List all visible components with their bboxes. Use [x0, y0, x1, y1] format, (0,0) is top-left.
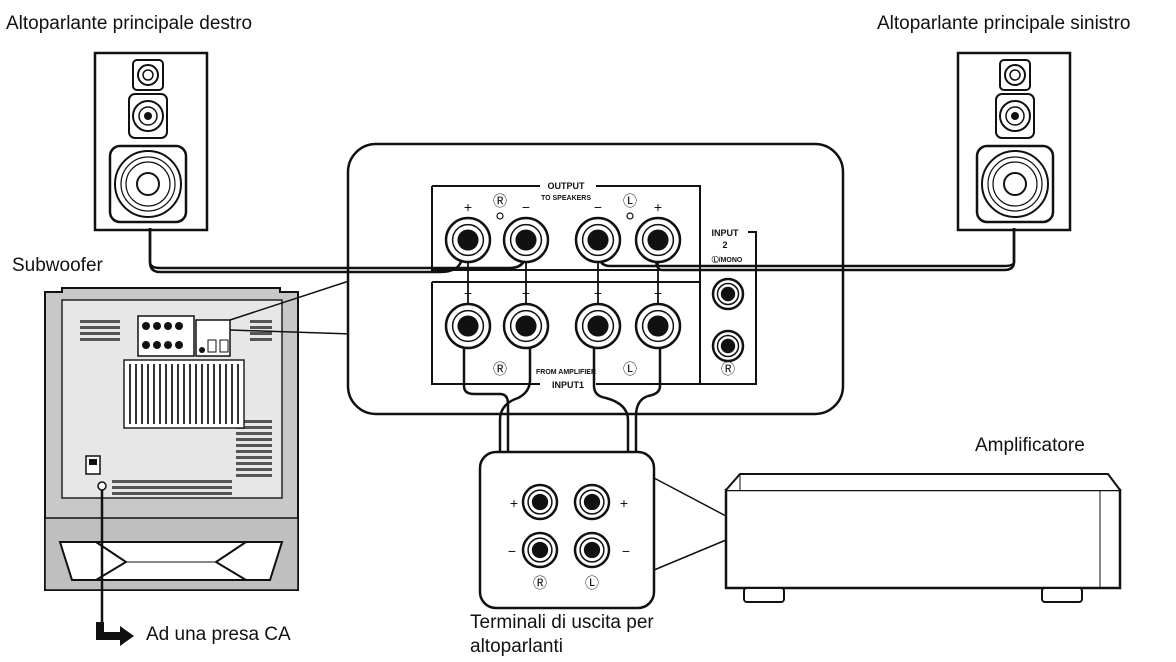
- output-left-led: [626, 212, 634, 220]
- amp-terminals-label-line2: altoparlanti: [470, 636, 563, 657]
- amp-left-mark: Ⓛ: [585, 575, 599, 591]
- amp-plus-r: +: [510, 495, 518, 511]
- output-plus-l: +: [654, 199, 662, 215]
- input1-plus-r: +: [464, 285, 472, 301]
- amp-terminals-label-line1: Terminali di uscita per: [470, 612, 654, 633]
- amp-terminal-box: [478, 450, 727, 610]
- output-minus-r: −: [522, 199, 530, 215]
- amp-terminal-l-plus: [573, 483, 611, 521]
- amp-right-mark: Ⓡ: [533, 575, 547, 591]
- input2-label: INPUT: [712, 228, 740, 238]
- output-right-mark: Ⓡ: [493, 193, 507, 209]
- input1-terminal-3: [574, 302, 622, 350]
- output-label: OUTPUT: [548, 181, 586, 191]
- amp-plus-l: +: [620, 495, 628, 511]
- input1-minus-r: −: [522, 285, 530, 301]
- input1-label: INPUT1: [552, 380, 584, 390]
- amplifier-label: Amplificatore: [975, 435, 1085, 456]
- from-amplifier-label: FROM AMPLIFIER: [536, 369, 596, 376]
- subwoofer-unit: [44, 287, 299, 591]
- to-speakers-label: TO SPEAKERS: [541, 195, 591, 202]
- output-right-led: [496, 212, 504, 220]
- input1-terminal-1: [444, 302, 492, 350]
- amp-terminal-r-minus: [521, 531, 559, 569]
- output-plus-r: +: [464, 199, 472, 215]
- input2-number: 2: [722, 240, 727, 250]
- amplifier-unit: [724, 473, 1122, 603]
- outlet-label: Ad una presa CA: [146, 624, 291, 645]
- amp-terminal-l-minus: [573, 531, 611, 569]
- input2-jack-left: [711, 277, 745, 311]
- input1-minus-l: −: [594, 285, 602, 301]
- output-terminal-2: [502, 216, 550, 264]
- input1-plus-l: +: [654, 285, 662, 301]
- right-main-speaker: [93, 51, 209, 232]
- panel-callout-lines: [229, 279, 353, 335]
- power-cord: [96, 490, 134, 646]
- amp-minus-l: −: [622, 543, 630, 559]
- input2-right-mark: Ⓡ: [721, 361, 735, 377]
- input1-terminal-4: [634, 302, 682, 350]
- output-minus-l: −: [594, 199, 602, 215]
- amp-terminal-r-plus: [521, 483, 559, 521]
- amp-minus-r: −: [508, 543, 516, 559]
- output-left-mark: Ⓛ: [623, 193, 637, 209]
- terminal-layer: [444, 216, 745, 569]
- lmono-label: Ⓛ/MONO: [712, 255, 743, 264]
- output-terminal-3: [574, 216, 622, 264]
- input1-right-mark: Ⓡ: [493, 361, 507, 377]
- input1-terminal-2: [502, 302, 550, 350]
- input2-jack-right: [711, 329, 745, 363]
- left-main-speaker: [956, 51, 1072, 232]
- subwoofer-label: Subwoofer: [12, 255, 103, 276]
- output-terminal-4: [634, 216, 682, 264]
- left-speaker-label: Altoparlante principale sinistro: [877, 13, 1131, 34]
- output-terminal-1: [444, 216, 492, 264]
- input1-left-mark: Ⓛ: [623, 361, 637, 377]
- right-speaker-label: Altoparlante principale destro: [6, 13, 253, 34]
